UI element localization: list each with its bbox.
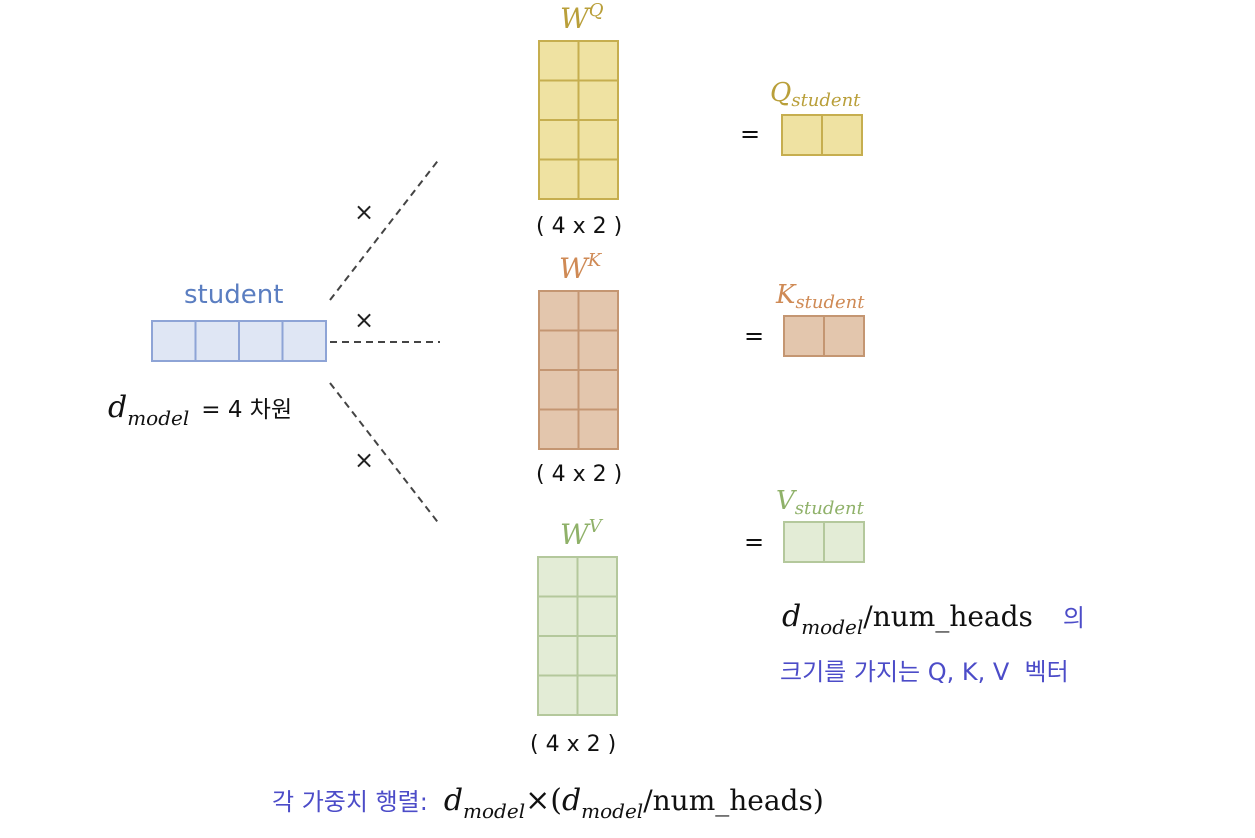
connector-line-value	[329, 382, 441, 526]
dim-subscript: model	[127, 406, 190, 430]
value-matrix-cell	[576, 595, 618, 637]
key-weight-shape-label: ( 4 x 2 )	[536, 462, 623, 487]
query-weight-title: WQ	[560, 0, 604, 35]
student-vector-cell	[151, 320, 197, 362]
query-weight-matrix	[538, 40, 619, 200]
key-output-cell	[823, 315, 865, 357]
value-matrix-cell	[537, 674, 579, 716]
multiply-sign-key: ×	[354, 306, 375, 334]
query-weight-shape-label: ( 4 x 2 )	[536, 214, 623, 239]
student-vector-cell	[194, 320, 240, 362]
key-matrix-cell	[538, 369, 580, 411]
query-output-symbol: Q	[770, 78, 792, 108]
weight-note-prefix: 각 가중치 행렬:	[272, 788, 428, 816]
input-dimension-label: dmodel = 4 차원	[108, 390, 293, 430]
key-equals-sign: =	[744, 322, 765, 350]
value-weight-superscript: V	[588, 516, 602, 537]
key-matrix-cell	[577, 290, 619, 332]
query-output-cell	[821, 114, 863, 156]
value-weight-title: WV	[560, 516, 602, 551]
weight-matrix-size-note: 각 가중치 행렬:dmodel×(dmodel/num_heads)	[272, 782, 824, 823]
connector-line-query	[329, 157, 441, 301]
value-weight-symbol: W	[560, 518, 589, 551]
output-size-note-line1: dmodel/num_heads 의	[782, 598, 1085, 639]
query-output-title: Qstudent	[770, 78, 861, 111]
query-matrix-cell	[577, 40, 619, 82]
output-note-formula-rest: /num_heads	[863, 600, 1033, 633]
query-matrix-cell	[538, 119, 580, 161]
weight-note-rest: /num_heads)	[643, 784, 824, 817]
dim-text: = 4 차원	[201, 397, 293, 423]
key-matrix-cell	[538, 408, 580, 450]
value-matrix-cell	[537, 635, 579, 677]
key-output-subscript: student	[795, 292, 865, 313]
query-output-subscript: student	[791, 90, 861, 111]
query-matrix-cell	[538, 158, 580, 200]
student-word-label: student	[184, 280, 284, 310]
value-matrix-cell	[537, 595, 579, 637]
value-output-cell	[783, 521, 825, 563]
weight-note-d1: d	[443, 783, 464, 818]
key-weight-superscript: K	[587, 250, 602, 271]
query-matrix-cell	[538, 40, 580, 82]
key-output-title: Kstudent	[776, 280, 865, 313]
value-weight-matrix	[537, 556, 618, 716]
query-matrix-cell	[577, 79, 619, 121]
query-output-cell	[781, 114, 823, 156]
query-matrix-cell	[577, 119, 619, 161]
value-output-subscript: student	[794, 498, 864, 519]
key-weight-matrix	[538, 290, 619, 450]
value-weight-shape-label: ( 4 x 2 )	[530, 732, 617, 757]
key-weight-title: WK	[559, 250, 602, 285]
output-size-note-line2: 크기를 가지는 Q, K, V 벡터	[780, 658, 1069, 686]
key-matrix-cell	[577, 408, 619, 450]
value-output-symbol: V	[776, 486, 795, 516]
multiply-sign-value: ×	[354, 446, 375, 474]
value-matrix-cell	[576, 674, 618, 716]
query-weight-symbol: W	[560, 2, 589, 35]
value-output-title: Vstudent	[776, 486, 864, 519]
query-matrix-cell	[577, 158, 619, 200]
key-weight-symbol: W	[559, 252, 588, 285]
dim-symbol: d	[108, 390, 128, 425]
query-weight-superscript: Q	[588, 0, 604, 21]
key-matrix-cell	[538, 329, 580, 371]
multiply-sign-query: ×	[354, 198, 375, 226]
value-matrix-cell	[576, 635, 618, 677]
value-equals-sign: =	[744, 528, 765, 556]
weight-note-sub2: model	[581, 799, 644, 823]
weight-note-times: ×(	[525, 783, 562, 818]
student-vector-cell	[281, 320, 327, 362]
key-output-symbol: K	[776, 280, 796, 310]
key-matrix-cell	[538, 290, 580, 332]
weight-note-sub1: model	[463, 799, 526, 823]
query-equals-sign: =	[740, 120, 761, 148]
output-note-subscript: model	[801, 615, 864, 639]
key-output-cell	[783, 315, 825, 357]
value-output-vector	[783, 521, 865, 563]
key-output-vector	[783, 315, 865, 357]
output-note-suffix: 의	[1062, 604, 1085, 632]
weight-note-d2: d	[561, 783, 582, 818]
query-matrix-cell	[538, 79, 580, 121]
value-matrix-cell	[576, 556, 618, 598]
output-note-d: d	[782, 599, 802, 634]
key-matrix-cell	[577, 329, 619, 371]
key-matrix-cell	[577, 369, 619, 411]
student-input-vector	[151, 320, 327, 362]
value-matrix-cell	[537, 556, 579, 598]
value-output-cell	[823, 521, 865, 563]
query-output-vector	[781, 114, 863, 156]
student-vector-cell	[238, 320, 284, 362]
